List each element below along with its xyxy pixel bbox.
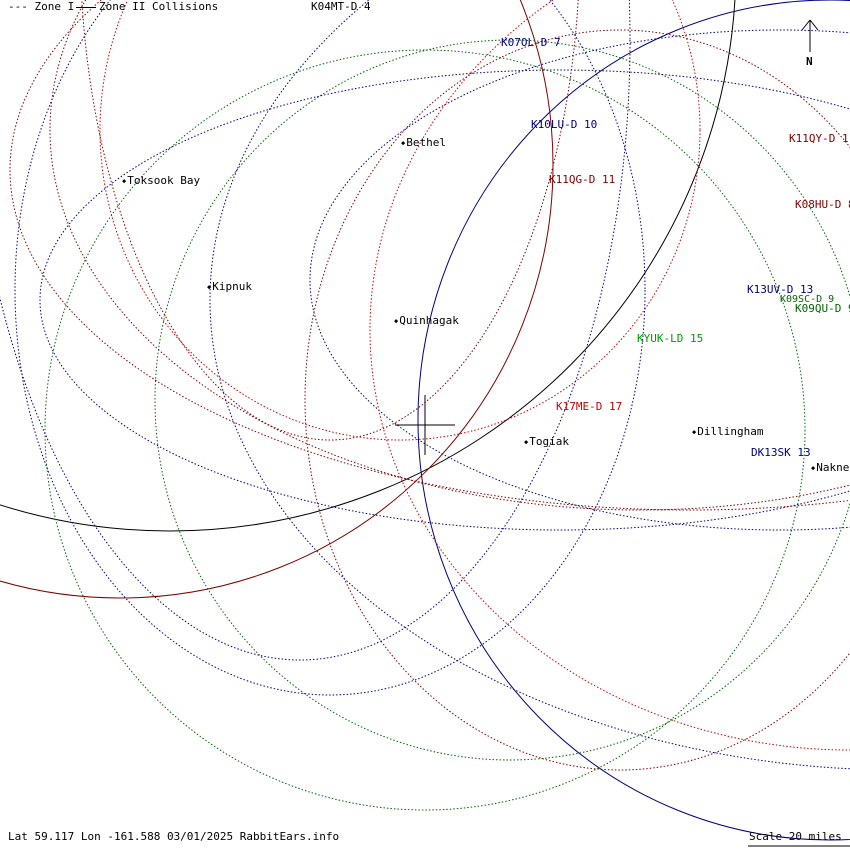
station-label[interactable]: K17ME-D 17 [556,400,623,413]
station-label[interactable]: DK13SK 13 [751,446,811,459]
station-label[interactable]: KYUK-LD 15 [637,332,704,345]
station-label[interactable]: K04MT-D 4 [311,0,371,13]
scale-label: Scale 20 miles [749,830,842,843]
zone2-collision-contour [0,0,736,532]
station-label[interactable]: K09SC-D 9 [780,294,835,305]
town-dillingham: Dillingham [692,426,763,439]
zone1-contour [0,0,631,661]
town-toksook-bay: Toksook Bay [122,175,200,188]
zone1-contour [14,0,646,696]
zone2-collision-contour [417,0,850,841]
zone1-contour [49,0,850,511]
legend-zone2: Zone II Collisions [76,1,218,13]
north-arrow-icon [809,19,819,31]
station-label[interactable]: K08HU-D 8 [795,198,850,211]
north-label: N [806,55,813,68]
zone1-contour [154,39,850,761]
zone1-contour [209,0,850,770]
station-label[interactable]: K09QU-D 9 [795,302,850,315]
town-togiak: Togiak [524,436,569,449]
footer-coordinates: Lat 59.117 Lon -161.588 03/01/2025 Rabbi… [8,830,340,843]
legend-zone1: --- Zone I [8,0,75,13]
north-arrow-icon [801,19,811,31]
zone1-contour [9,0,850,511]
legend-zone2-label: Zone II Collisions [99,0,219,13]
town-bethel: Bethel [401,137,446,150]
zone1-contour [44,49,806,811]
station-label[interactable]: K10LU-D 10 [531,118,598,131]
town-kipnuk: Kipnuk [207,281,252,294]
zone1-contour [81,0,579,441]
zone2-collision-contour [0,0,554,599]
town-quinhagak: Quinhagak [394,315,459,328]
zone1-contour [369,0,850,751]
station-label[interactable]: K07OL-D 7 [501,36,561,49]
station-label[interactable]: K11QG-D 11 [549,173,616,186]
zone1-contour [99,0,701,441]
zone1-contour [39,69,850,531]
town-naknel: Naknel [811,462,850,475]
zone1-contour [309,29,850,531]
station-label[interactable]: K11QY-D 11 [789,132,850,145]
station-label[interactable]: K13UV-D 13 [747,283,814,296]
